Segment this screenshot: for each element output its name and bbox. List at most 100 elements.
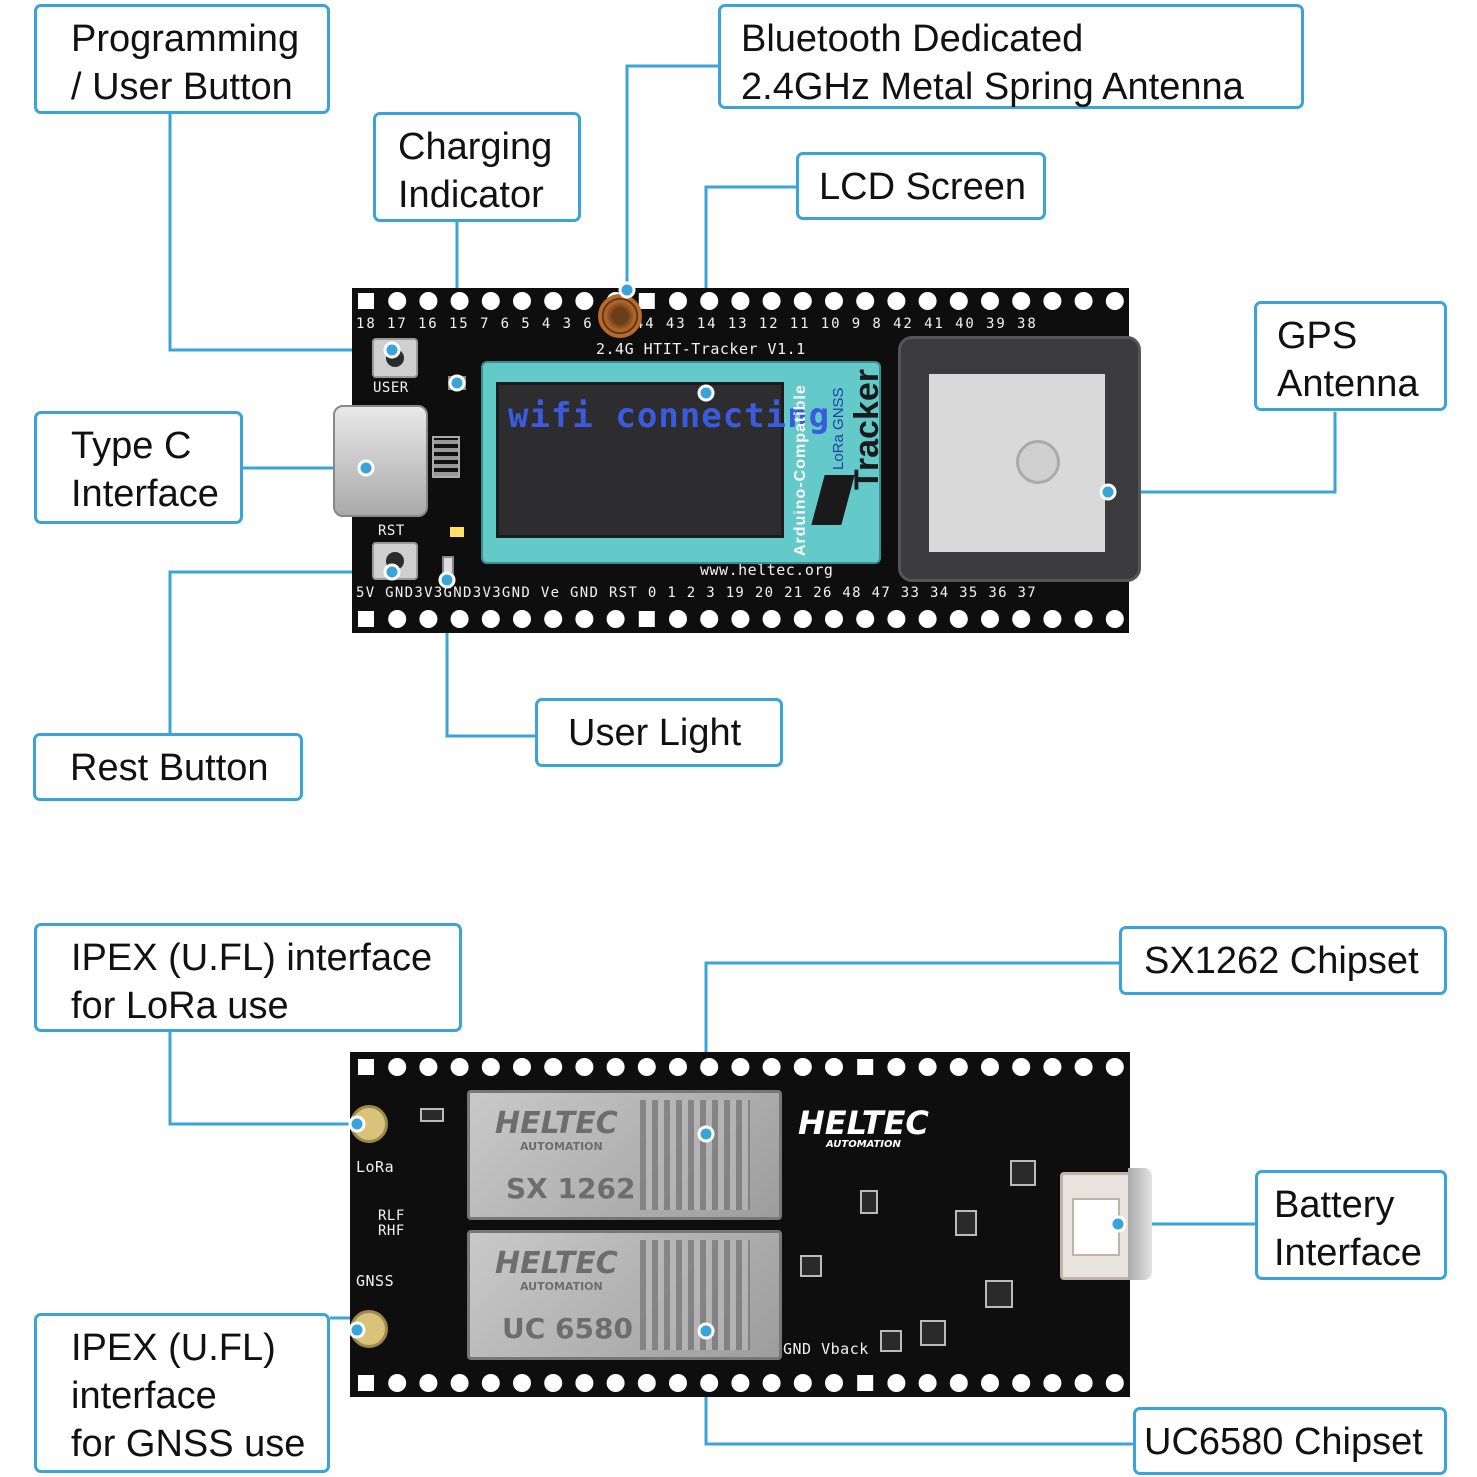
header-pin-hole xyxy=(887,1058,906,1076)
smd-component xyxy=(800,1255,822,1277)
callout-text: GPS xyxy=(1277,315,1358,357)
spring-antenna xyxy=(598,294,642,338)
user-label: USER xyxy=(373,380,409,396)
sx1262-qr-code xyxy=(640,1100,750,1210)
header-pin-hole xyxy=(1074,610,1093,628)
header-pin-hole xyxy=(388,1058,407,1076)
header-pin-hole xyxy=(981,1058,999,1076)
gnss-label: GNSS xyxy=(356,1272,395,1290)
header-pin-hole xyxy=(637,1374,656,1392)
header-pin-hole xyxy=(513,292,531,310)
callout-text: Bluetooth Dedicated xyxy=(741,18,1084,60)
gps-feed-point xyxy=(1016,440,1060,484)
leader-bluetooth xyxy=(625,64,720,290)
dot-uc6580 xyxy=(697,1322,715,1340)
callout-text: for LoRa use xyxy=(71,985,289,1027)
leader-programming xyxy=(168,114,392,352)
header-pin-hole xyxy=(857,1375,874,1391)
callout-gps-antenna: GPS Antenna xyxy=(1254,301,1447,411)
header-pin-hole xyxy=(450,292,469,310)
dot-sx1262 xyxy=(697,1125,715,1143)
header-pin-hole xyxy=(1074,1374,1093,1392)
header-pin-hole xyxy=(762,1374,781,1392)
header-pin-hole xyxy=(638,611,655,627)
header-pin-hole xyxy=(949,1374,968,1392)
dot-gps xyxy=(1099,483,1117,501)
rst-label: RST xyxy=(378,523,405,539)
callout-text: Programming xyxy=(71,18,300,60)
dot-programming xyxy=(383,341,401,359)
uc6580-qr-code xyxy=(640,1240,750,1350)
lora-label: LoRa xyxy=(356,1158,395,1176)
header-pin-hole xyxy=(544,1374,563,1392)
header-pin-hole xyxy=(981,610,999,628)
dot-ipex-gnss xyxy=(348,1321,366,1339)
callout-text: IPEX (U.FL) xyxy=(71,1327,276,1369)
header-pin-hole xyxy=(669,610,687,628)
header-pin-hole xyxy=(1012,1374,1031,1392)
callout-text: IPEX (U.FL) interface xyxy=(71,937,433,979)
header-pin-hole xyxy=(669,292,687,310)
uc6580-chip-label: UC 6580 xyxy=(502,1312,633,1345)
header-pin-hole xyxy=(1074,292,1093,310)
header-pin-hole xyxy=(513,1058,531,1076)
header-pin-hole xyxy=(419,292,438,310)
rhf-label: RHF xyxy=(378,1223,405,1239)
header-pin-hole xyxy=(918,292,937,310)
dot-ipex-lora xyxy=(348,1115,366,1133)
bottom-pin-labels: 5V GND3V3GND3V3GND Ve GND RST 0 1 2 3 19… xyxy=(356,585,1038,601)
uc6580-sub: AUTOMATION xyxy=(520,1280,603,1293)
callout-user-light: User Light xyxy=(535,698,783,767)
callout-text: SX1262 Chipset xyxy=(1144,940,1419,982)
sx1262-brand: HELTEC xyxy=(495,1106,618,1141)
header-pin-hole xyxy=(358,293,374,309)
header-pin-hole xyxy=(793,1374,812,1392)
header-pin-hole xyxy=(700,1374,719,1392)
usb-c-port[interactable] xyxy=(333,405,428,517)
header-pin-hole xyxy=(544,1058,563,1076)
header-pin-hole xyxy=(793,292,812,310)
yellow-led xyxy=(450,527,464,537)
callout-programming-button: Programming / User Button xyxy=(34,4,330,114)
header-pin-hole xyxy=(513,610,531,628)
leader-gps xyxy=(1108,412,1337,494)
header-pin-hole xyxy=(731,1374,750,1392)
header-pin-hole xyxy=(700,610,719,628)
header-pin-hole xyxy=(762,610,781,628)
callout-uc6580: UC6580 Chipset xyxy=(1133,1407,1447,1475)
callout-sx1262: SX1262 Chipset xyxy=(1119,926,1447,995)
usb-connector-pins xyxy=(432,436,460,478)
header-pin-hole xyxy=(1074,1058,1093,1076)
header-pin-hole xyxy=(918,1374,937,1392)
callout-text: User Light xyxy=(568,712,742,754)
lcd-screen xyxy=(496,382,784,538)
header-pin-hole xyxy=(388,1374,407,1392)
dot-charging xyxy=(448,374,466,392)
header-pin-hole xyxy=(575,292,594,310)
usb-port-edge xyxy=(1128,1168,1152,1280)
header-pin-hole xyxy=(825,292,843,310)
smd-component xyxy=(1010,1160,1036,1186)
leader-rest xyxy=(168,570,392,733)
callout-charging-indicator: Charging Indicator xyxy=(373,112,581,222)
dot-userlight xyxy=(438,571,456,589)
callout-text: Indicator xyxy=(398,174,544,216)
callout-type-c: Type C Interface xyxy=(34,411,243,524)
callout-text: Type C xyxy=(71,425,192,467)
header-pin-hole xyxy=(481,1374,500,1392)
header-pin-hole xyxy=(481,292,500,310)
header-pin-hole xyxy=(793,610,812,628)
callout-text: Antenna xyxy=(1277,363,1419,405)
header-pin-hole xyxy=(762,1058,781,1076)
header-pin-hole xyxy=(856,292,875,310)
dot-typec xyxy=(357,459,375,477)
header-pin-hole xyxy=(1043,1058,1062,1076)
header-pin-hole xyxy=(857,1059,874,1075)
header-pin-hole xyxy=(762,292,781,310)
header-pin-hole xyxy=(358,1059,374,1075)
heltec-logo-sub: AUTOMATION xyxy=(826,1139,901,1150)
header-pin-hole xyxy=(1043,292,1062,310)
callout-text: Charging xyxy=(398,126,553,168)
callout-ipex-gnss: IPEX (U.FL) interface for GNSS use xyxy=(34,1313,330,1473)
